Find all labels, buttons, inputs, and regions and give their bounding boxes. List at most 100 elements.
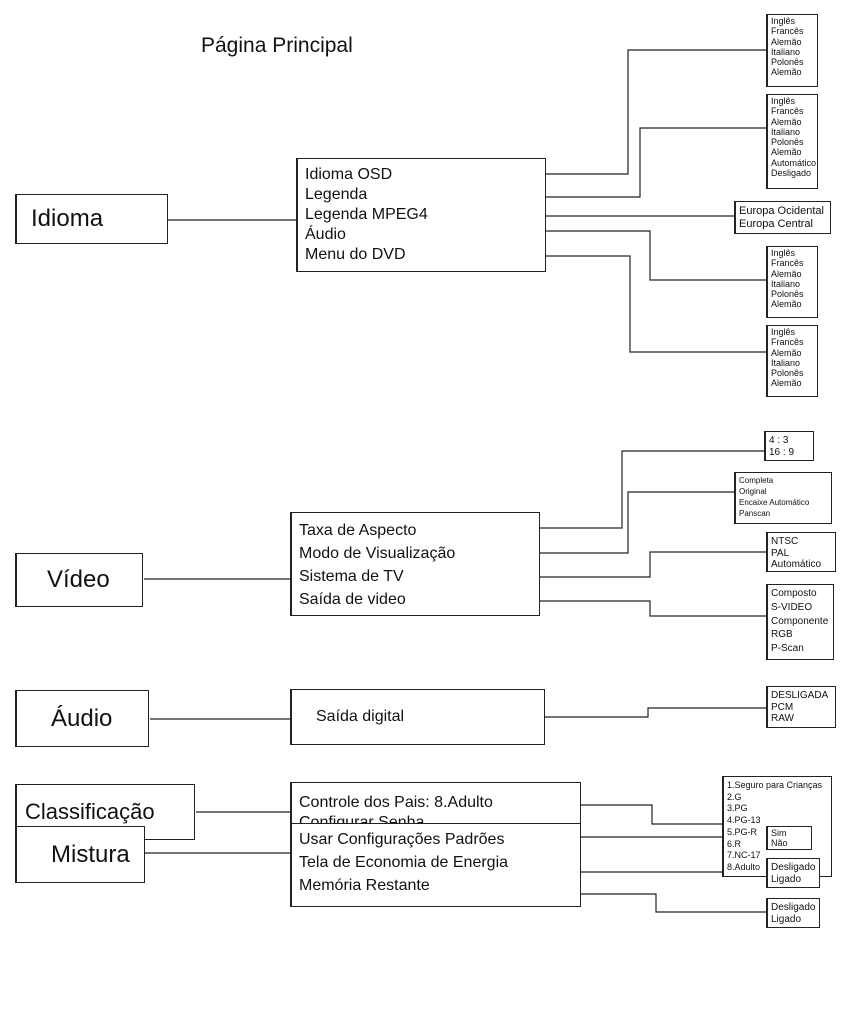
option-item[interactable]: Componente — [771, 615, 829, 627]
menu-item-sistema-tv[interactable]: Sistema de TV — [299, 568, 404, 585]
menu-item-legenda[interactable]: Legenda — [305, 186, 368, 203]
category-idioma[interactable]: Idioma — [15, 194, 168, 244]
option-item[interactable]: 4.PG-13 — [727, 815, 761, 826]
option-item[interactable]: Ligado — [771, 914, 802, 925]
page-title: Página Principal — [201, 34, 353, 57]
option-item[interactable]: 4 : 3 — [769, 435, 789, 446]
option-item[interactable]: Polonês — [771, 289, 804, 300]
submenu-mistura: Usar Configurações Padrões Tela de Econo… — [290, 823, 581, 907]
menu-item-audio[interactable]: Áudio — [305, 226, 346, 243]
submenu-idioma: Idioma OSD Legenda Legenda MPEG4 Áudio M… — [296, 158, 546, 272]
category-label: Áudio — [51, 704, 113, 732]
category-mistura[interactable]: Mistura — [15, 826, 145, 883]
option-item[interactable]: Alemão — [771, 268, 802, 279]
option-item[interactable]: 6.R — [727, 838, 742, 849]
menu-item-idioma-osd[interactable]: Idioma OSD — [305, 166, 393, 183]
category-video[interactable]: Vídeo — [15, 553, 143, 607]
option-item[interactable]: Desligado — [771, 168, 812, 179]
option-item[interactable]: 7.NC-17 — [727, 850, 761, 861]
option-item[interactable]: Italiano — [771, 46, 801, 57]
submenu-audio: Saída digital — [290, 689, 545, 745]
option-item[interactable]: Panscan — [739, 509, 771, 518]
options-taxa-aspecto: 4 : 3 16 : 9 — [764, 431, 814, 461]
option-item[interactable]: 8.Adulto — [727, 861, 761, 872]
option-item[interactable]: S-VIDEO — [771, 601, 813, 613]
options-saida-video: Composto S-VIDEO Componente RGB P-Scan — [766, 584, 834, 660]
option-item[interactable]: Original — [739, 487, 767, 496]
options-legenda-mpeg4: Europa Ocidental Europa Central — [734, 201, 831, 234]
menu-item-saida-video[interactable]: Saída de video — [299, 591, 406, 608]
option-item[interactable]: NTSC — [771, 536, 799, 547]
option-item[interactable]: PCM — [771, 701, 794, 713]
menu-item-controle-pais[interactable]: Controle dos Pais: 8.Adulto — [299, 794, 493, 811]
category-label: Classificação — [25, 799, 155, 824]
options-sistema-tv: NTSC PAL Automático — [766, 532, 836, 572]
option-item[interactable]: Francês — [771, 26, 804, 37]
menu-item-menu-dvd[interactable]: Menu do DVD — [305, 246, 406, 263]
option-item[interactable]: Automático — [771, 157, 817, 168]
option-item[interactable]: Inglês — [771, 248, 796, 258]
option-item[interactable]: Francês — [771, 337, 804, 348]
menu-item-taxa-aspecto[interactable]: Taxa de Aspecto — [299, 522, 417, 539]
option-item[interactable]: Italiano — [771, 278, 801, 289]
options-saida-digital: DESLIGADA PCM RAW — [766, 686, 836, 728]
options-menu-dvd: Inglês Francês Alemão Italiano Polonês A… — [766, 325, 818, 397]
option-item[interactable]: Francês — [771, 106, 804, 117]
option-item[interactable]: Francês — [771, 258, 804, 269]
option-item[interactable]: Italiano — [771, 126, 801, 137]
menu-item-memoria-restante[interactable]: Memória Restante — [299, 877, 430, 894]
menu-item-modo-visualizacao[interactable]: Modo de Visualização — [299, 545, 456, 562]
option-item[interactable]: RAW — [771, 713, 794, 724]
options-idioma-osd: Inglês Francês Alemão Italiano Polonês A… — [766, 14, 818, 87]
options-usar-configuracoes: Sim Não — [766, 826, 812, 850]
option-item[interactable]: Polonês — [771, 368, 804, 379]
option-item[interactable]: Alemão — [771, 36, 802, 47]
option-item[interactable]: PAL — [771, 547, 790, 559]
category-label: Idioma — [31, 205, 104, 232]
category-label: Vídeo — [47, 566, 110, 593]
options-modo-visualizacao: Completa Original Encaixe Automático Pan… — [734, 472, 832, 524]
option-item[interactable]: Ligado — [771, 874, 802, 885]
option-item[interactable]: Alemão — [771, 116, 802, 127]
option-item[interactable]: P-Scan — [771, 643, 804, 655]
option-item[interactable]: 3.PG — [727, 803, 748, 814]
option-item[interactable]: Inglês — [771, 96, 796, 106]
options-memoria-restante: Desligado Ligado — [766, 898, 820, 928]
option-item[interactable]: Europa Central — [739, 217, 813, 230]
option-item[interactable]: 1.Seguro para Crianças — [727, 780, 823, 790]
option-item[interactable]: Inglês — [771, 16, 796, 26]
submenu-video: Taxa de Aspecto Modo de Visualização Sis… — [290, 512, 540, 616]
option-item[interactable]: RGB — [771, 629, 793, 641]
option-item[interactable]: Automático — [771, 559, 822, 570]
options-tela-economia: Desligado Ligado — [766, 858, 820, 888]
option-item[interactable]: 2.G — [727, 791, 742, 802]
option-item[interactable]: Alemão — [771, 347, 802, 358]
option-item[interactable]: Alemão — [771, 299, 802, 310]
option-item[interactable]: Composto — [771, 588, 817, 599]
category-audio[interactable]: Áudio — [15, 690, 149, 747]
option-item[interactable]: Completa — [739, 476, 774, 485]
option-item[interactable]: Polonês — [771, 137, 804, 148]
option-item[interactable]: Desligado — [771, 902, 816, 913]
option-item[interactable]: DESLIGADA — [771, 690, 829, 701]
option-item[interactable]: Alemão — [771, 378, 802, 389]
option-item[interactable]: 5.PG-R — [727, 826, 758, 837]
option-item[interactable]: Sim — [771, 828, 787, 838]
option-item[interactable]: Encaixe Automático — [739, 498, 810, 507]
option-item[interactable]: Desligado — [771, 862, 816, 873]
option-item[interactable]: Não — [771, 838, 788, 849]
menu-item-usar-configuracoes[interactable]: Usar Configurações Padrões — [299, 831, 505, 848]
option-item[interactable]: Alemão — [771, 67, 802, 78]
option-item[interactable]: Europa Ocidental — [739, 205, 824, 217]
option-item[interactable]: Polonês — [771, 57, 804, 68]
option-item[interactable]: Alemão — [771, 147, 802, 158]
category-label: Mistura — [51, 840, 130, 868]
menu-item-tela-economia[interactable]: Tela de Economia de Energia — [299, 854, 509, 871]
option-item[interactable]: Inglês — [771, 327, 796, 337]
option-item[interactable]: 16 : 9 — [769, 446, 795, 458]
menu-item-saida-digital[interactable]: Saída digital — [316, 708, 405, 725]
option-item[interactable]: Italiano — [771, 357, 801, 368]
menu-item-legenda-mpeg4[interactable]: Legenda MPEG4 — [305, 206, 428, 223]
options-audio: Inglês Francês Alemão Italiano Polonês A… — [766, 246, 818, 318]
